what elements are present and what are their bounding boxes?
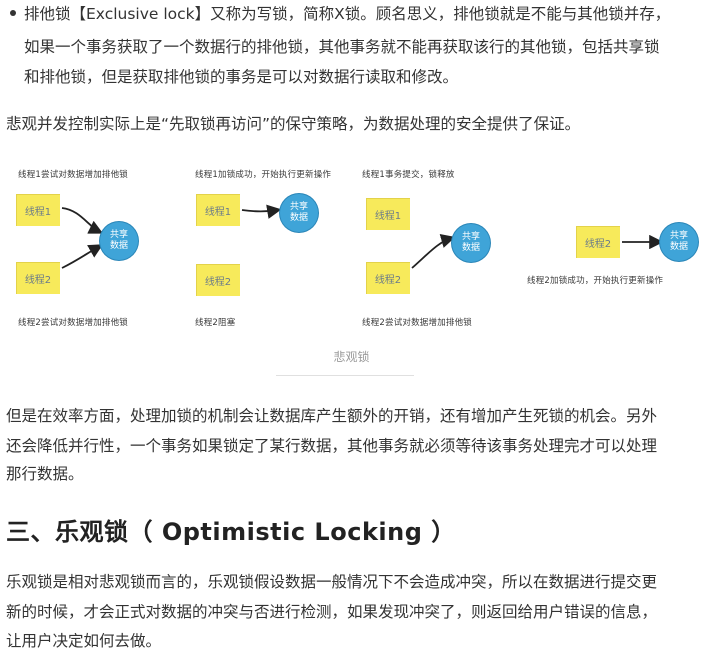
panel3-circle-line1: 共享 [461, 232, 480, 242]
panel1-circle-line2: 数据 [109, 241, 128, 251]
panel3-top-caption: 线程1事务提交，锁释放 [362, 170, 455, 180]
panel3-circle-line2: 数据 [461, 243, 480, 253]
panel3-thread2-note: 线程2 [366, 262, 410, 294]
panel3-thread1-label: 线程1 [374, 210, 402, 222]
arrow-thread2-retry [411, 234, 456, 269]
panel4-thread2-note: 线程2 [576, 226, 620, 258]
figure-caption-divider [276, 375, 414, 376]
panel2-bottom-caption: 线程2阻塞 [195, 318, 236, 328]
panel2-thread2-label: 线程2 [204, 276, 232, 288]
panel4-bottom-caption: 线程2加锁成功，开始执行更新操作 [527, 276, 664, 286]
bullet-line-1: 排他锁【Exclusive lock】又称为写锁，简称X锁。顾名思义，排他锁就是… [24, 5, 671, 23]
panel2-thread1-label: 线程1 [204, 206, 232, 218]
panel3-thread2-label: 线程2 [374, 274, 402, 286]
paragraph-optimistic-line-1: 乐观锁是相对悲观锁而言的，乐观锁假设数据一般情况下不会造成冲突，所以在数据进行提… [6, 573, 658, 591]
panel2-shared-data-circle: 共享 数据 [280, 194, 318, 232]
panel1-thread2-label: 线程2 [24, 274, 52, 286]
panel1-thread1-label: 线程1 [24, 206, 52, 218]
pessimistic-lock-figure: 线程1尝试对数据增加排他锁 线程1 线程2 共享 数据 线程2尝试对数据增加排他… [0, 150, 703, 350]
panel4-circle-line1: 共享 [669, 231, 688, 241]
panel1-top-caption: 线程1尝试对数据增加排他锁 [18, 170, 129, 180]
panel1-shared-data-circle: 共享 数据 [100, 222, 138, 260]
panel1-thread1-note: 线程1 [16, 194, 60, 226]
panel2-thread2-note: 线程2 [196, 264, 240, 296]
panel4-shared-data-circle: 共享 数据 [660, 223, 698, 261]
paragraph-pessimistic: 悲观并发控制实际上是“先取锁再访问”的保守策略，为数据处理的安全提供了保证。 [6, 115, 581, 133]
arrow-thread1-to-data [61, 207, 104, 234]
paragraph-efficiency-line-2: 还会降低并行性，一个事务如果锁定了某行数据，其他事务就必须等待该事务处理完才可以… [6, 437, 658, 455]
panel3-bottom-caption: 线程2尝试对数据增加排他锁 [362, 318, 473, 328]
panel2-thread1-note: 线程1 [196, 194, 240, 226]
panel3-thread1-note: 线程1 [366, 198, 410, 230]
section-heading: 三、乐观锁（ Optimistic Locking ） [6, 518, 456, 546]
panel1-circle-line1: 共享 [109, 230, 128, 240]
panel3-shared-data-circle: 共享 数据 [452, 224, 490, 262]
arrows-layer [61, 204, 664, 269]
arrow-thread2-to-data [61, 244, 104, 269]
paragraph-optimistic-line-3: 让用户决定如何去做。 [6, 632, 162, 650]
panel4-thread2-label: 线程2 [584, 238, 612, 250]
panel1-bottom-caption: 线程2尝试对数据增加排他锁 [18, 318, 129, 328]
arrow-thread1-locked [241, 204, 282, 219]
paragraph-optimistic-line-2: 新的时候，才会正式对数据的冲突与否进行检测，如果发现冲突了，则返回给用户错误的信… [6, 603, 658, 621]
panel2-circle-line2: 数据 [289, 213, 308, 223]
paragraph-efficiency-line-3: 那行数据。 [6, 465, 84, 483]
bullet-line-2: 如果一个事务获取了一个数据行的排他锁，其他事务就不能再获取该行的其他锁，包括共享… [24, 38, 660, 56]
figure-caption: 悲观锁 [333, 350, 370, 364]
panel4-circle-line2: 数据 [669, 242, 688, 252]
panel1-thread2-note: 线程2 [16, 262, 60, 294]
bullet-line-3: 和排他锁，但是获取排他锁的事务是可以对数据行读取和修改。 [24, 68, 459, 86]
paragraph-efficiency-line-1: 但是在效率方面，处理加锁的机制会让数据库产生额外的开销，还有增加产生死锁的机会。… [6, 407, 658, 425]
panel2-top-caption: 线程1加锁成功，开始执行更新操作 [195, 170, 332, 180]
bullet-dot-icon [10, 10, 16, 16]
panel2-circle-line1: 共享 [289, 202, 308, 212]
